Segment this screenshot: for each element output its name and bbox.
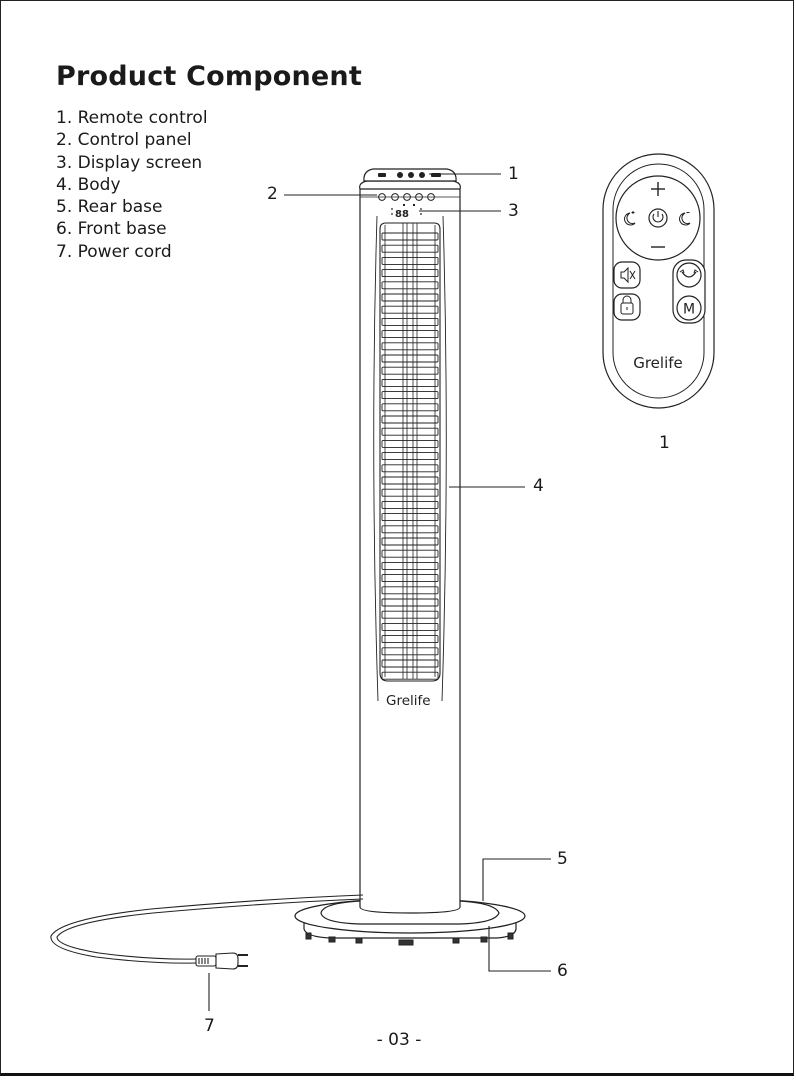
callout-number: 6: [557, 961, 568, 981]
mute-button: [614, 262, 640, 288]
callout-number: 5: [557, 849, 568, 869]
fan-body: 88: [360, 169, 461, 913]
remote-caption: 1: [659, 433, 670, 453]
callout-number: 3: [508, 201, 519, 221]
fan-brand-logo: Grelife: [386, 693, 431, 709]
callout-number: 2: [267, 184, 278, 204]
callout-number: 4: [533, 476, 544, 496]
remote-control-illustration: M Grelife: [603, 154, 714, 408]
remote-brand-logo: Grelife: [633, 354, 683, 372]
display-digits: 88: [395, 209, 409, 220]
tower-fan-illustration: 88: [51, 169, 525, 969]
page-number: - 03 -: [1, 1030, 796, 1050]
mode-key-label: M: [683, 302, 695, 318]
callout-number: 1: [508, 164, 519, 184]
